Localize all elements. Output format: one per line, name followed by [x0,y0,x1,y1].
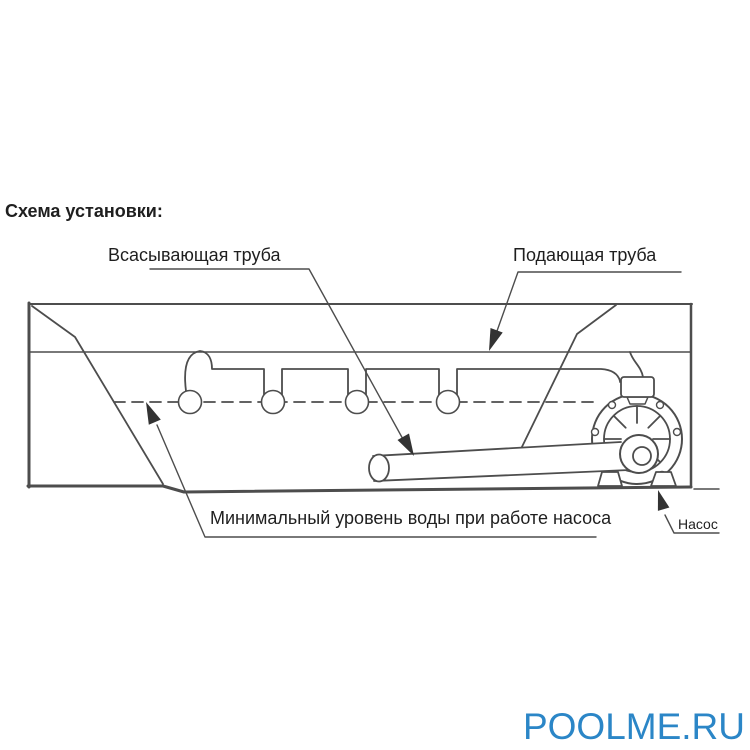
return-jet-4 [435,389,461,415]
leader-lines [146,268,720,538]
supply-pipe-leader [496,271,682,332]
label-pump: Насос [678,516,718,532]
label-suction-pipe: Всасывающая труба [108,245,282,265]
label-min-water-level: Минимальный уровень воды при работе насо… [210,508,612,528]
min-level-leader [156,424,597,538]
suction-pipe-mouth [368,453,390,483]
return-jet-3 [344,389,370,415]
suction-pipe [368,441,630,483]
pool-floor [26,484,693,494]
return-jet-1 [177,389,203,415]
pump-leader [664,514,720,534]
pump-arrowhead [657,490,670,511]
label-supply-pipe: Подающая труба [513,245,657,265]
pump-inlet-bore [632,446,652,466]
pool-right-sloped-wall [517,304,617,456]
pump-foot-left [597,471,623,487]
pump-foot-right [650,471,677,487]
suction-pipe-arrowhead [397,433,414,456]
suction-pipe-leader [149,268,405,442]
pipe-manifold [184,350,621,396]
min-level-arrowhead [146,402,161,425]
supply-pipe-arrowhead [489,328,503,351]
page-title: Схема установки: [5,201,163,221]
pump-union-fitting [620,376,655,405]
watermark-logo: POOLME.RU [523,706,745,747]
pump-discharge-curve [629,351,644,378]
pool-left-sloped-wall [31,305,164,485]
return-jet-2 [260,389,286,415]
